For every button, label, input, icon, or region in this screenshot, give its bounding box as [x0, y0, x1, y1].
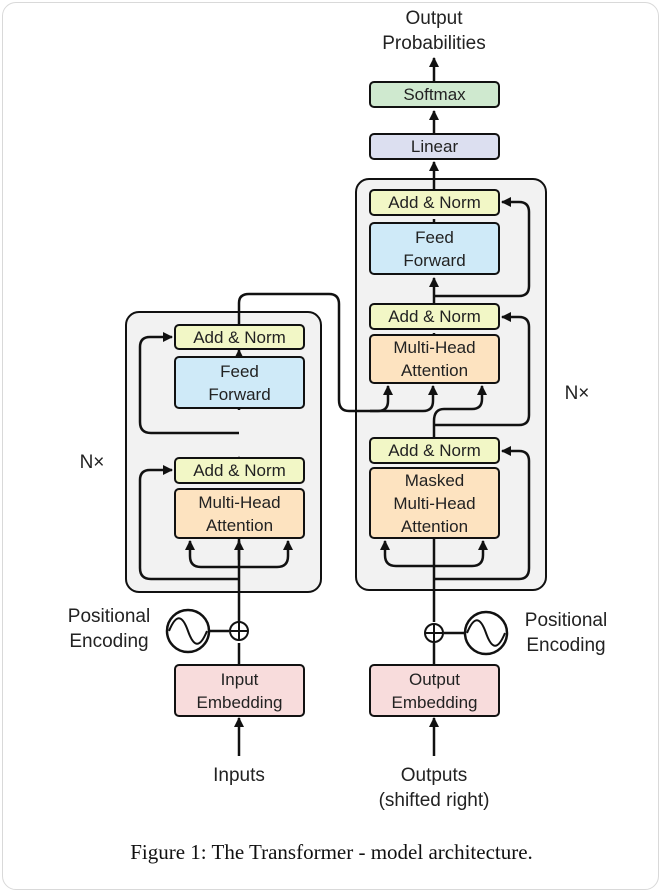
decoder-add-norm-3: Add & Norm	[369, 189, 500, 216]
decoder-multi-head-attention-block: Multi-Head Attention	[369, 334, 500, 384]
encoder-add-norm-1: Add & Norm	[174, 457, 305, 484]
linear-block: Linear	[369, 133, 500, 160]
encoder-nx-label: N×	[79, 452, 105, 473]
decoder-nx-label: N×	[564, 383, 590, 404]
figure-caption: Figure 1: The Transformer - model archit…	[130, 840, 533, 864]
output-embedding-block: Output Embedding	[369, 664, 500, 717]
output-probabilities-label: Output Probabilities	[382, 8, 486, 54]
inputs-label: Inputs	[213, 765, 265, 786]
encoder-feed-forward-block: Feed Forward	[174, 356, 305, 409]
encoder-add-norm-2: Add & Norm	[174, 324, 305, 350]
softmax-block: Softmax	[369, 81, 500, 108]
outputs-label: Outputs (shifted right)	[378, 765, 490, 811]
encoder-multi-head-attention-block: Multi-Head Attention	[174, 488, 305, 539]
decoder-positional-encoding-label: Positional Encoding	[524, 610, 608, 656]
decoder-feed-forward-block: Feed Forward	[369, 222, 500, 275]
decoder-add-norm-1: Add & Norm	[369, 437, 500, 464]
decoder-add-norm-2: Add & Norm	[369, 303, 500, 330]
encoder-positional-encoding-label: Positional Encoding	[67, 606, 151, 652]
input-embedding-block: Input Embedding	[174, 664, 305, 717]
masked-multi-head-attention-block: Masked Multi-Head Attention	[369, 467, 500, 539]
add-operator-icon	[229, 621, 444, 643]
